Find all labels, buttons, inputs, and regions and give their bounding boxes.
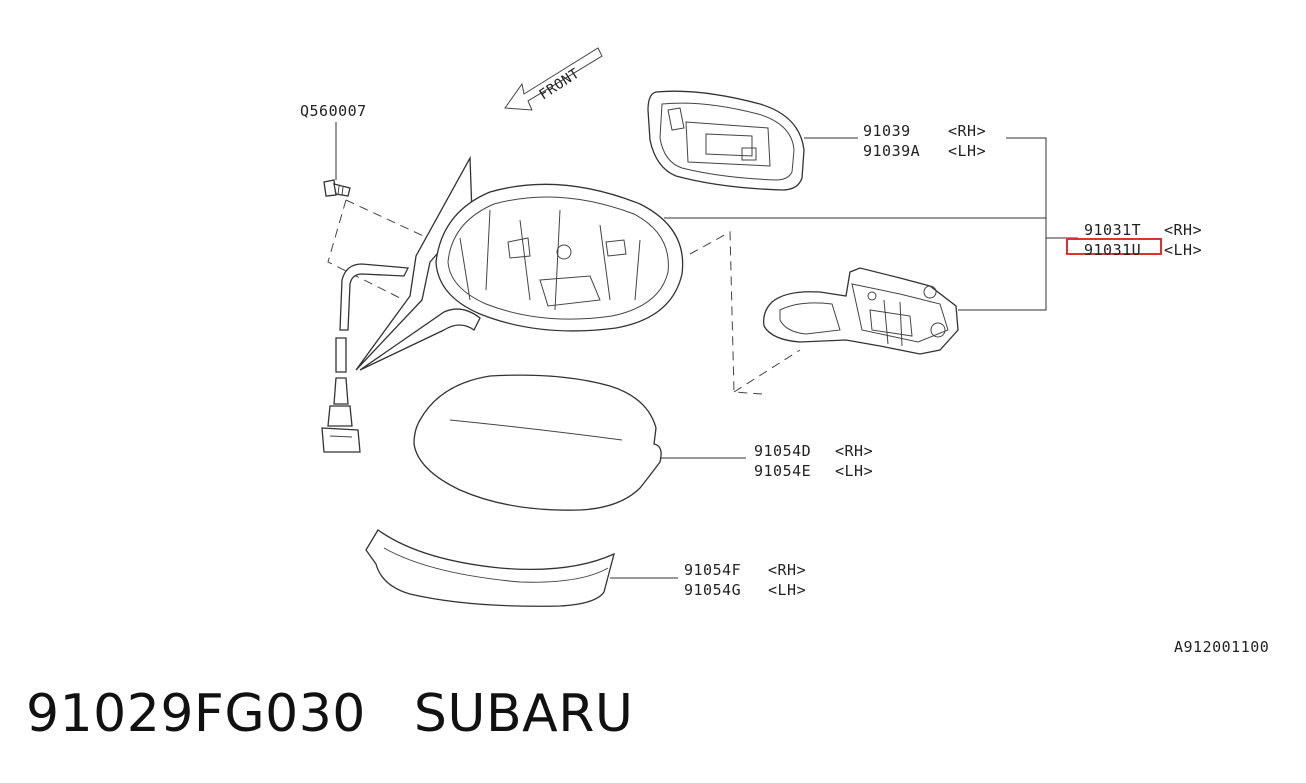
part-code-label: 91054G (684, 581, 741, 599)
wire-harness-part (321, 263, 410, 453)
front-arrow-icon: FRONT (504, 47, 603, 111)
part-side-label: <RH> (1164, 221, 1202, 239)
bolt-part: Q560007 (300, 102, 367, 197)
part-number: 91029FG030 (26, 684, 366, 744)
part-side-label: <LH> (835, 462, 873, 480)
part-code-label: 91054E (754, 462, 811, 480)
part-code-label: 91054F (684, 561, 741, 579)
part-labels: 91039 <RH> 91039A <LH> 91031T <RH> 91031… (684, 122, 1269, 656)
leader-lines (610, 137, 1078, 579)
part-side-label: <LH> (1164, 241, 1202, 259)
mirror-glass-part (647, 90, 805, 191)
brand-name: SUBARU (413, 684, 634, 744)
part-code-label: 91031T (1084, 221, 1141, 239)
highlighted-part-box (1066, 238, 1162, 255)
part-side-label: <RH> (948, 122, 986, 140)
assembly-guide-right (689, 231, 801, 395)
actuator-part (763, 267, 959, 355)
mirror-cover-part (413, 374, 662, 511)
part-side-label: <LH> (948, 142, 986, 160)
drawing-code-label: A912001100 (1174, 638, 1269, 656)
part-caption: 91029FG030 SUBARU (26, 684, 633, 744)
part-side-label: <RH> (835, 442, 873, 460)
part-code-label: 91039A (863, 142, 920, 160)
front-label: FRONT (536, 66, 582, 104)
bolt-code-label: Q560007 (300, 102, 367, 120)
part-side-label: <LH> (768, 581, 806, 599)
mirror-housing-part (435, 183, 684, 332)
part-code-label: 91054D (754, 442, 811, 460)
lower-trim-part (365, 529, 615, 607)
assembly-guide-left (327, 199, 433, 299)
part-side-label: <RH> (768, 561, 806, 579)
highlighted-part-code-label: 91031U (1084, 241, 1141, 259)
part-code-label: 91039 (863, 122, 911, 140)
